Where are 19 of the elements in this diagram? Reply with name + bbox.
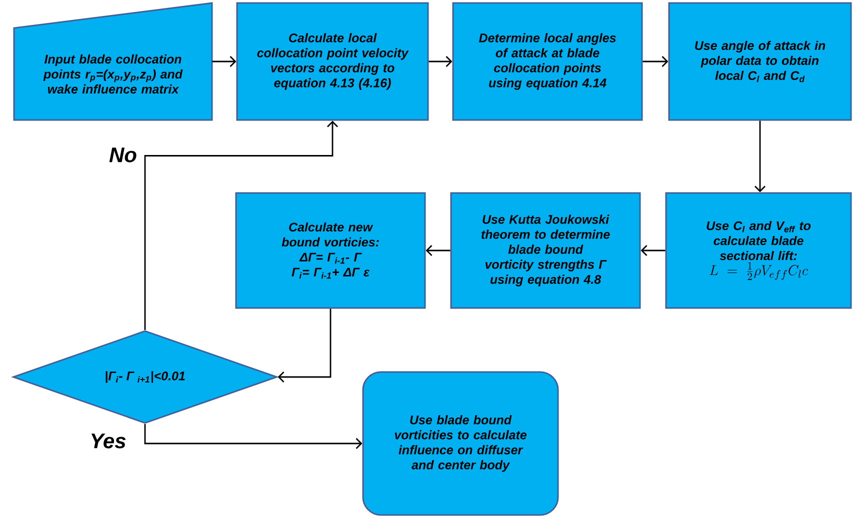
arrow (426, 245, 450, 256)
arrow (144, 120, 338, 330)
arrow (144, 424, 362, 449)
arrow (428, 56, 452, 67)
arrow (278, 308, 332, 382)
process-box: Determine local angles of attack at blade collocation points using equation 4.14 (452, 2, 643, 121)
process-box: Calculate local collocation point velocity vectors according to equation 4.13 (4.16) (236, 2, 429, 121)
process-box: Use C$_{l}$ and V$_{eff}$ to calculate blade sectional lift: $L=\frac{1}{2}\rho V_{eff}C_{l}c$ (665, 192, 852, 309)
process-box: Use Kutta Joukowski theorem to determine blade bound vorticity strengths Γ using equation 4.8 (450, 192, 641, 309)
edge-label: Yes (91, 434, 126, 448)
arrow (212, 56, 236, 67)
process-box: Use angle of attack in polar data to obtain local C$_{l}$ and C$_{d}$ (668, 2, 852, 121)
manual-input-box: Input blade collocation points r$_{p}$=(x$_{p}$,y$_{p}$,z$_{p}$) and wake influence matrix (13, 2, 213, 121)
edge-label: No (109, 148, 136, 162)
process-box: Calculate new bound vorticies: ΔΓ= Γ$_{i-1}$- Γ Γ$_{i}$= Γ$_{i-1}$+ ΔΓ ε (235, 192, 426, 309)
arrow (754, 120, 766, 192)
arrow (642, 56, 668, 67)
arrow (640, 245, 666, 256)
terminal-box: Use blade bound vorticities to calculate influence on diffuser and center body (362, 371, 559, 516)
